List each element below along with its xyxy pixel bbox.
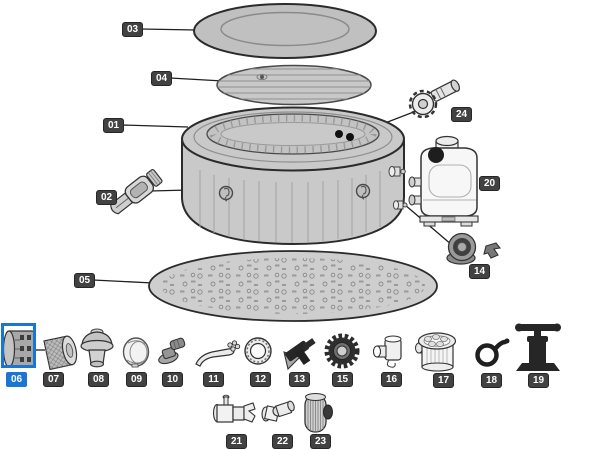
nozzle-illustration (283, 338, 316, 371)
part-label-04[interactable]: 04 (151, 71, 172, 86)
part-label-10[interactable]: 10 (162, 372, 183, 387)
air-valve-illustration (408, 79, 461, 119)
adapter-illustration (372, 335, 402, 368)
threaded-ring-illustration (244, 337, 272, 365)
part-label-13[interactable]: 13 (289, 372, 310, 387)
inflatable-lid-illustration (216, 64, 372, 106)
floor-mat-illustration (148, 250, 438, 322)
part-label-06[interactable]: 06 (6, 372, 27, 387)
part-label-03[interactable]: 03 (122, 22, 143, 37)
pump-unit-illustration (408, 135, 479, 227)
part-label-18[interactable]: 18 (481, 373, 502, 388)
part-label-21[interactable]: 21 (226, 434, 247, 449)
part-label-19[interactable]: 19 (528, 373, 549, 388)
cleaning-brush-illustration (195, 340, 241, 367)
part-label-11[interactable]: 11 (203, 372, 224, 387)
filter-cartridge-illustration (43, 335, 78, 371)
coupling-cap-illustration (324, 333, 360, 369)
ring-clamp-illustration (122, 337, 150, 368)
tub-side-fitting-upper (388, 166, 406, 177)
ribbed-coupling-illustration (304, 393, 333, 433)
inline-valve-illustration (212, 394, 256, 423)
spa-cover-illustration (193, 3, 377, 59)
drain-fitting-illustration (446, 232, 502, 265)
part-label-17[interactable]: 17 (433, 373, 454, 388)
part-label-14[interactable]: 14 (469, 264, 490, 279)
part-label-15[interactable]: 15 (332, 372, 353, 387)
part-label-16[interactable]: 16 (381, 372, 402, 387)
part-label-01[interactable]: 01 (103, 118, 124, 133)
part-label-24[interactable]: 24 (451, 107, 472, 122)
strap-buckle-illustration (110, 169, 163, 215)
part-label-05[interactable]: 05 (74, 273, 95, 288)
hand-pump-illustration (515, 323, 561, 371)
strainer-illustration (415, 332, 457, 372)
part-label-22[interactable]: 22 (272, 434, 293, 449)
part-label-23[interactable]: 23 (310, 434, 331, 449)
part-label-07[interactable]: 07 (43, 372, 64, 387)
connector-illustration (261, 400, 295, 422)
part-label-20[interactable]: 20 (479, 176, 500, 191)
selection-highlight-box (1, 323, 36, 368)
part-label-09[interactable]: 09 (126, 372, 147, 387)
part-label-08[interactable]: 08 (88, 372, 109, 387)
tub-side-fitting-lower (392, 200, 408, 210)
part-label-02[interactable]: 02 (96, 190, 117, 205)
part-label-12[interactable]: 12 (250, 372, 271, 387)
stopper-valve-illustration (158, 337, 186, 365)
tub-grommet-left (218, 185, 234, 202)
tub-grommet-right (355, 183, 371, 200)
spa-tub-illustration (181, 106, 408, 246)
coiled-hose-illustration (475, 338, 510, 367)
chemical-floater-illustration (80, 328, 114, 368)
